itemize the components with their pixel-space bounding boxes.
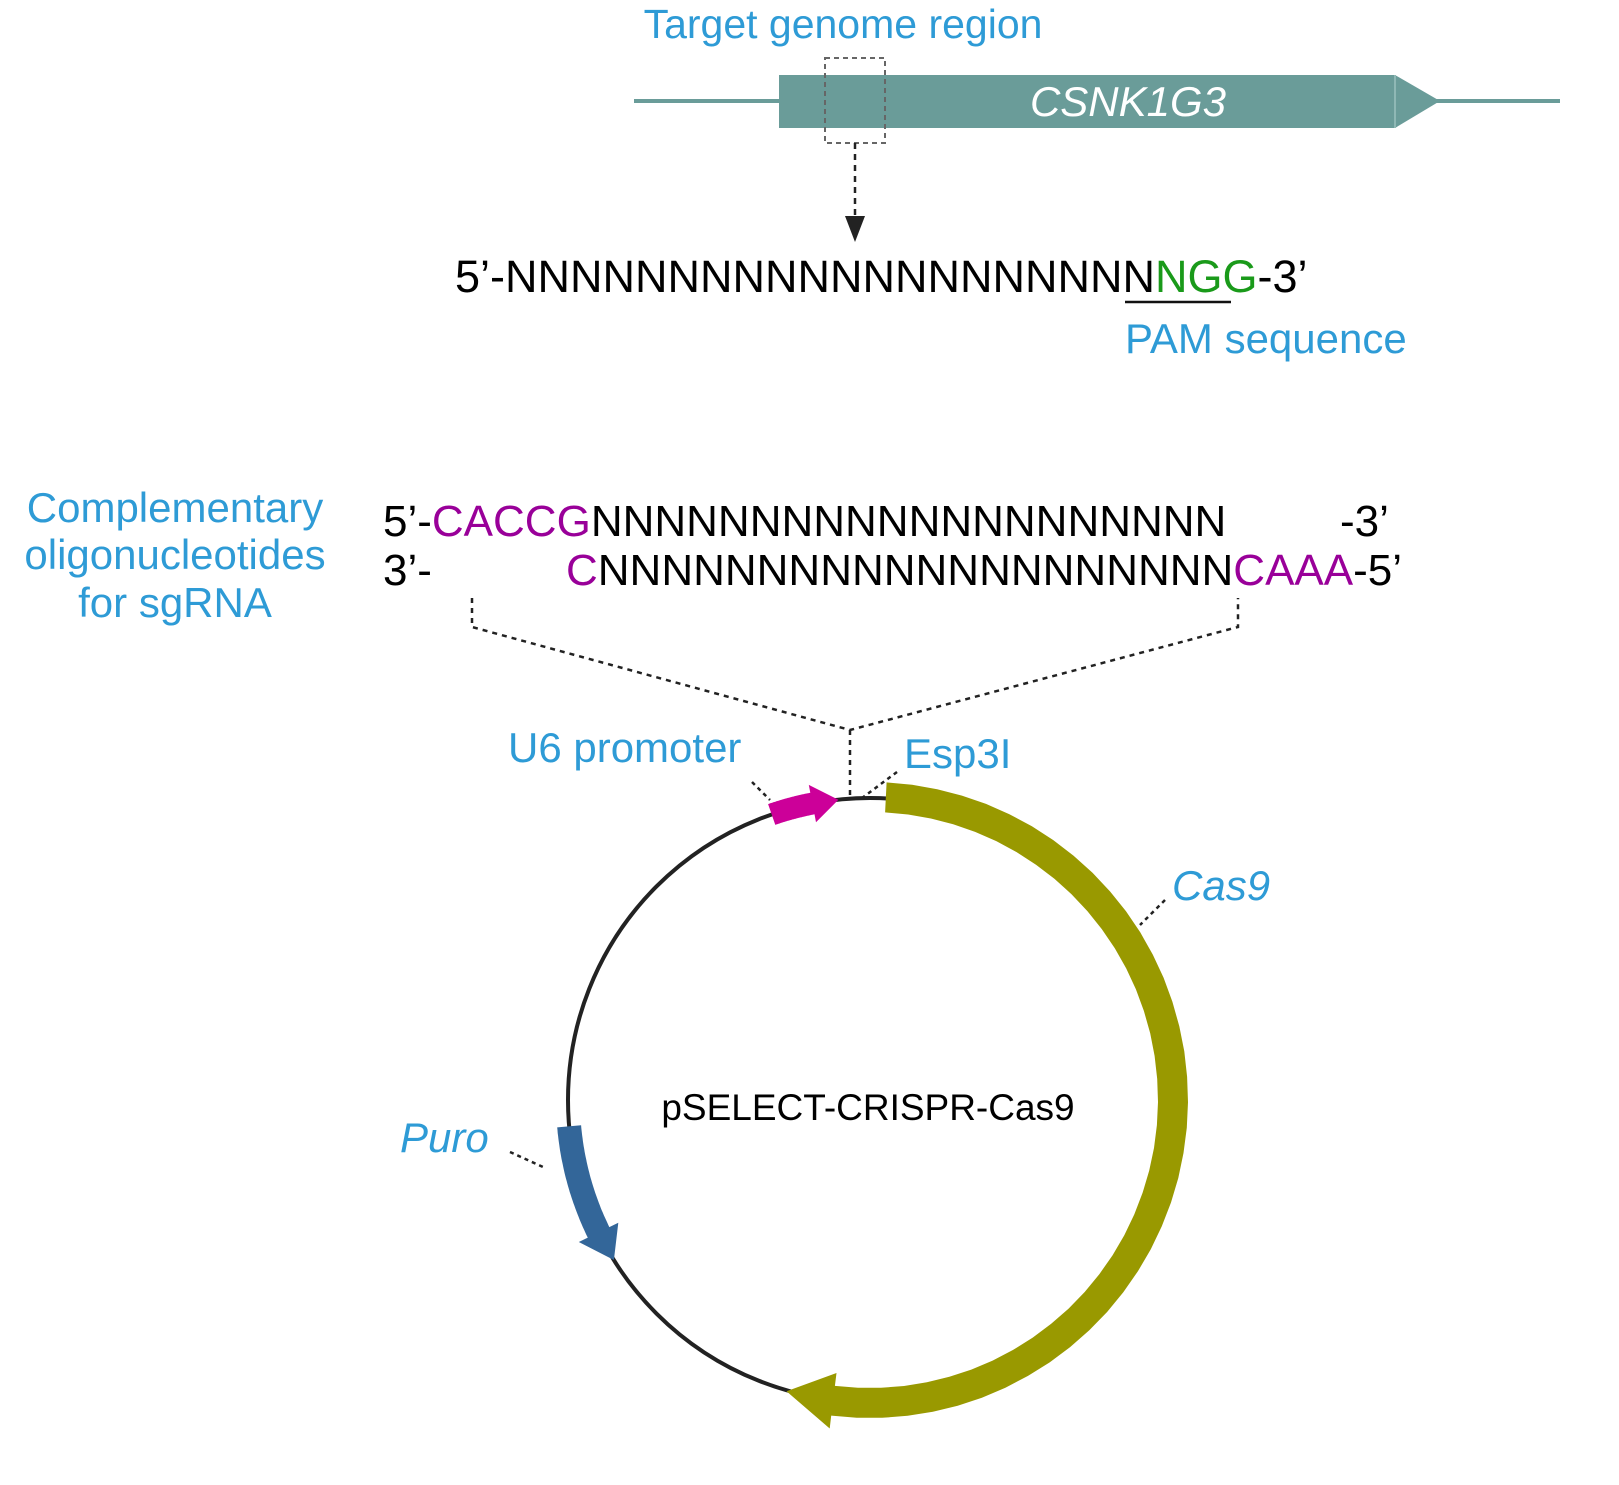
oligo-bottom-overhang-right: CAAA [1233, 546, 1353, 595]
target-sequence: 5’-NNNNNNNNNNNNNNNNNNNNNGG-3’ [455, 251, 1308, 302]
seq-prefix: 5’- [455, 251, 505, 302]
oligo-label-line-2: oligonucleotides [24, 531, 325, 578]
oligo-bottom-overhang-left: C [566, 546, 598, 595]
oligo-top: 5’-CACCGNNNNNNNNNNNNNNNNNNNN -3’ [383, 497, 1389, 546]
esp3i-label: Esp3I [904, 730, 1011, 777]
puro-leader-line [509, 1150, 544, 1169]
cas9-leader-line [1139, 899, 1166, 926]
pam-label: PAM sequence [1125, 315, 1407, 362]
puro-arrow [557, 1125, 619, 1260]
oligo-top-suffix: -3’ [1340, 497, 1389, 546]
oligo-bottom-prefix: 3’- [383, 546, 432, 595]
oligo-label-line-3: for sgRNA [78, 579, 272, 626]
u6-leader-line [751, 781, 771, 801]
oligo-bottom-n: NNNNNNNNNNNNNNNNNNNN [598, 546, 1234, 595]
seq-protospacer: NNNNNNNNNNNNNNNNNNNN [505, 251, 1155, 302]
oligo-label-line-1: Complementary [27, 484, 323, 531]
oligo-bottom: 3’- CNNNNNNNNNNNNNNNNNNNNCAAA-5’ [383, 546, 1402, 595]
insertion-guide-lines [470, 598, 1240, 732]
cas9-label: Cas9 [1172, 862, 1270, 909]
seq-suffix: -3’ [1257, 251, 1307, 302]
target-genome-region-label: Target genome region [644, 1, 1043, 47]
oligo-top-prefix: 5’- [383, 497, 432, 546]
oligo-top-overhang: CACCG [432, 497, 591, 546]
gene-name: CSNK1G3 [1030, 78, 1226, 125]
puro-label: Puro [400, 1114, 489, 1161]
seq-pam: NGG [1155, 251, 1258, 302]
target-arrow-head [845, 216, 865, 242]
oligo-bottom-suffix: -5’ [1353, 546, 1402, 595]
gene-arrow [779, 75, 1440, 128]
oligo-top-n: NNNNNNNNNNNNNNNNNNNN [591, 497, 1227, 546]
u6-promoter-label: U6 promoter [508, 724, 741, 771]
plasmid-name: pSELECT-CRISPR-Cas9 [661, 1087, 1074, 1128]
u6-promoter-arrow [768, 784, 839, 825]
